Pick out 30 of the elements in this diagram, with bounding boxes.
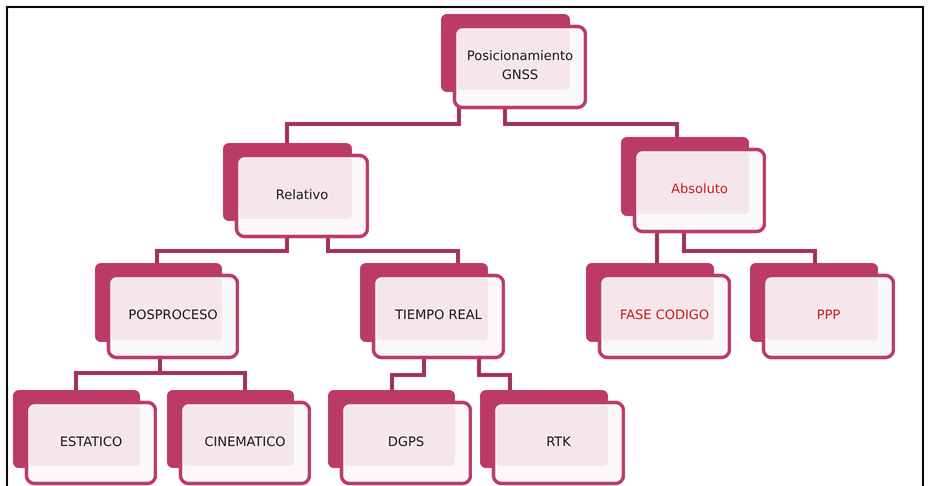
connector-line	[682, 231, 817, 263]
stacked-box	[621, 137, 766, 234]
connector-line	[390, 357, 426, 390]
stacked-box	[750, 263, 895, 360]
connector-line	[477, 357, 512, 390]
node-label: FASE CODIGO	[620, 307, 710, 326]
stacked-box	[13, 390, 157, 486]
node-label: PPP	[816, 307, 840, 326]
node-label: RTK	[546, 434, 571, 452]
stacked-box	[328, 390, 472, 486]
stacked-box	[95, 263, 239, 360]
node-label: Relativo	[276, 186, 328, 205]
stacked-box	[480, 390, 625, 486]
node-label: DGPS	[388, 434, 424, 452]
node-label: Posicionamiento GNSS	[466, 48, 574, 85]
node-label: POSPROCESO	[128, 307, 218, 326]
node-label: CINEMATICO	[204, 434, 286, 452]
stacked-box	[586, 263, 731, 360]
node-label: ESTATICO	[60, 434, 122, 452]
stacked-box	[360, 263, 505, 360]
node-label: TIEMPO REAL	[395, 307, 482, 326]
connector-line	[155, 236, 289, 263]
connector-line	[503, 107, 679, 137]
stacked-box	[441, 14, 587, 110]
stacked-box	[223, 143, 369, 239]
connector-line	[655, 231, 659, 263]
node-label: Absoluto	[671, 181, 728, 200]
connector-line	[285, 107, 461, 143]
stacked-box	[167, 390, 311, 486]
connector-line	[326, 236, 460, 263]
